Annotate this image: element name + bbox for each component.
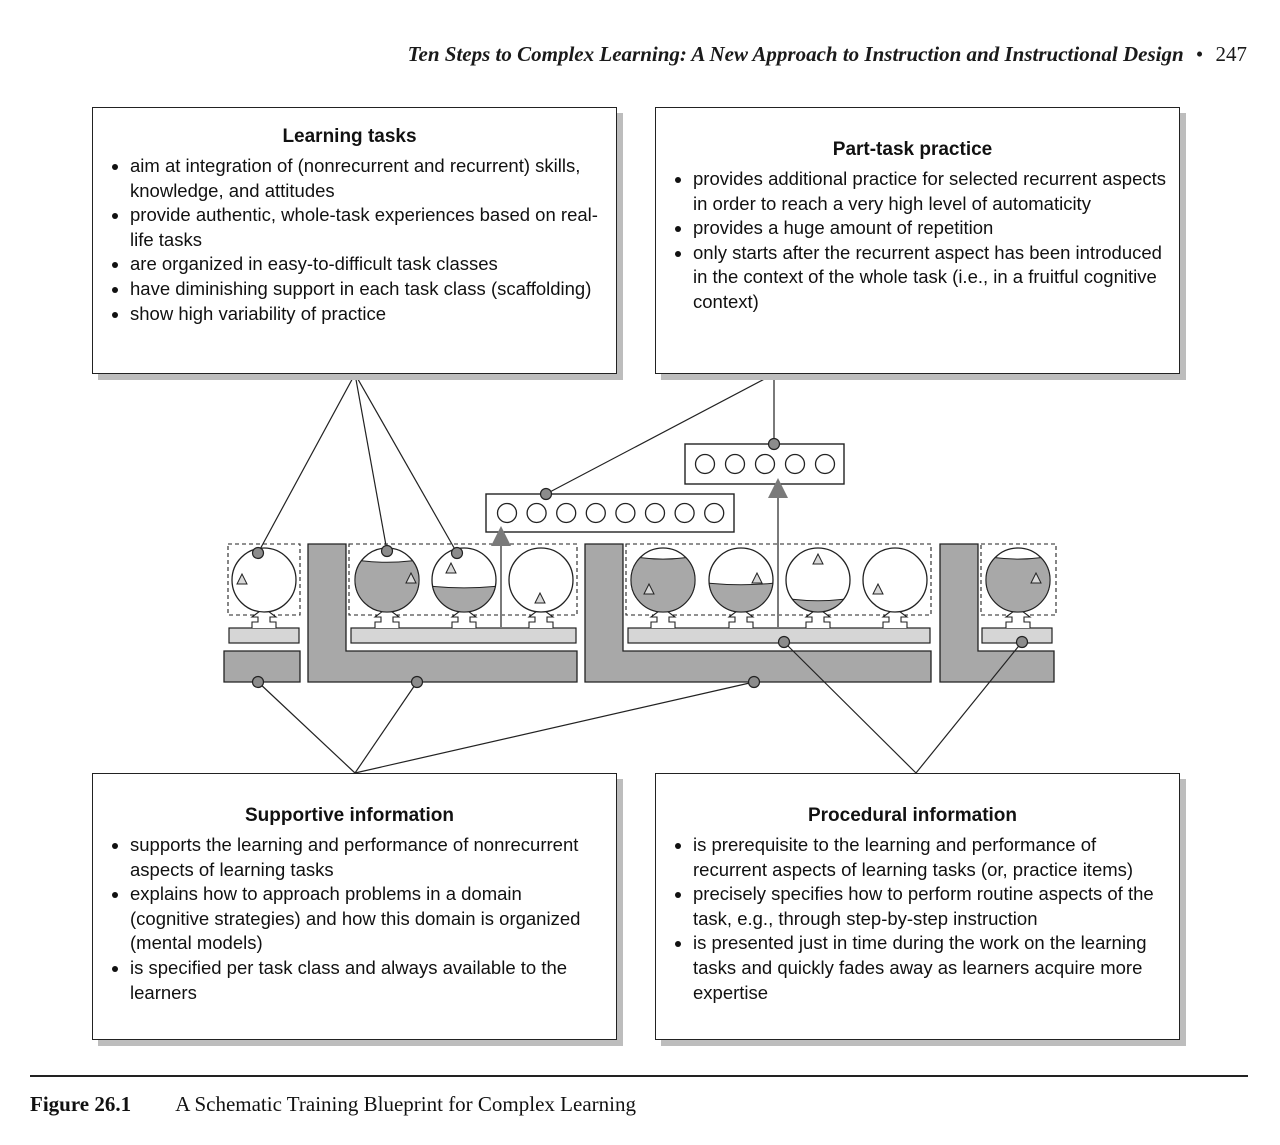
learning-task xyxy=(862,547,928,613)
learning-tasks-title: Learning tasks xyxy=(282,126,417,147)
connection-dot xyxy=(380,544,394,558)
list-item: provide authentic, whole-task experience… xyxy=(130,203,606,252)
running-head: Ten Steps to Complex Learning: A New App… xyxy=(408,42,1247,67)
list-item: aim at integration of (nonrecurrent and … xyxy=(130,154,606,203)
practice-item xyxy=(724,453,746,475)
running-head-separator: • xyxy=(1195,42,1204,66)
practice-item xyxy=(754,453,776,475)
list-item: provides a huge amount of repetition xyxy=(693,216,1169,241)
recurrent-aspect-triangle xyxy=(812,552,824,565)
list-item: provides additional practice for selecte… xyxy=(693,167,1169,216)
practice-item xyxy=(704,502,725,524)
list-item: precisely specifies how to perform routi… xyxy=(693,882,1169,931)
support-level-fill xyxy=(432,585,496,613)
recurrent-aspect-triangle xyxy=(751,571,763,584)
connection-dot xyxy=(777,635,791,649)
supportive-information-block xyxy=(307,543,578,683)
practice-item xyxy=(674,502,695,524)
supportive-information-list: supports the learning and performance of… xyxy=(93,833,606,1005)
practice-item xyxy=(694,453,716,475)
practice-item xyxy=(784,453,806,475)
connection-dot xyxy=(767,437,781,451)
support-level-fill xyxy=(791,598,845,613)
practice-item xyxy=(526,502,547,524)
caption-rule xyxy=(30,1075,1248,1077)
list-item: is prerequisite to the learning and perf… xyxy=(693,833,1169,882)
recurrent-aspect-triangle xyxy=(1030,571,1042,584)
procedural-information-list: is prerequisite to the learning and perf… xyxy=(656,833,1169,1005)
connector-line xyxy=(354,373,388,552)
list-item: is specified per task class and always a… xyxy=(130,956,606,1005)
procedural-information-bar xyxy=(350,627,577,644)
recurrent-aspect-triangle xyxy=(236,572,248,585)
learning-tasks-box: Learning tasks aim at integration of (no… xyxy=(92,107,617,374)
page-number: 247 xyxy=(1215,42,1248,66)
practice-item xyxy=(585,502,606,524)
learning-task xyxy=(508,547,574,613)
part-task-practice-box: Part-task practice provides additional p… xyxy=(655,107,1180,374)
support-level-fill xyxy=(630,557,696,613)
practice-item xyxy=(556,502,577,524)
supportive-information-box: Supportive information supports the lear… xyxy=(92,773,617,1040)
figure-caption: Figure 26.1 A Schematic Training Bluepri… xyxy=(30,1092,636,1117)
connector-line xyxy=(257,681,356,774)
practice-item xyxy=(615,502,636,524)
connection-dot xyxy=(747,675,761,689)
learning-task xyxy=(231,547,297,613)
procedural-information-bar xyxy=(228,627,300,644)
list-item: explains how to approach problems in a d… xyxy=(130,882,606,956)
connection-dot xyxy=(251,546,265,560)
recurrent-aspect-triangle xyxy=(643,582,655,595)
practice-item xyxy=(496,502,518,524)
recurrent-aspect-triangle xyxy=(872,582,884,595)
procedural-information-title: Procedural information xyxy=(807,805,1018,826)
recurrent-aspect-triangle xyxy=(534,591,546,604)
connector-line xyxy=(545,373,775,495)
figure-label: Figure 26.1 xyxy=(30,1092,132,1116)
connector-line xyxy=(257,373,356,554)
practice-item xyxy=(814,453,836,475)
list-item: only starts after the recurrent aspect h… xyxy=(693,241,1169,315)
list-item: supports the learning and performance of… xyxy=(130,833,606,882)
supportive-information-block xyxy=(223,650,301,683)
recurrent-aspect-triangle xyxy=(405,571,417,584)
practice-item xyxy=(644,502,666,524)
list-item: are organized in easy-to-difficult task … xyxy=(130,252,606,277)
connection-dot xyxy=(539,487,553,501)
learning-tasks-list: aim at integration of (nonrecurrent and … xyxy=(93,154,606,326)
list-item: have diminishing support in each task cl… xyxy=(130,277,606,302)
connector-line xyxy=(354,681,755,774)
connection-dot xyxy=(1015,635,1029,649)
recurrent-aspect-triangle xyxy=(445,561,457,574)
running-head-title: Ten Steps to Complex Learning: A New App… xyxy=(407,42,1184,66)
connector-line xyxy=(915,641,1023,774)
figure-caption-text: A Schematic Training Blueprint for Compl… xyxy=(175,1092,636,1116)
procedural-information-box: Procedural information is prerequisite t… xyxy=(655,773,1180,1040)
connection-dot xyxy=(410,675,424,689)
support-level-fill xyxy=(708,582,774,613)
connection-dot xyxy=(450,546,464,560)
connector-line xyxy=(783,641,917,774)
connection-dot xyxy=(251,675,265,689)
part-task-practice-list: provides additional practice for selecte… xyxy=(656,167,1169,315)
supportive-information-block xyxy=(939,543,1055,683)
support-level-fill xyxy=(354,560,420,613)
supportive-information-block xyxy=(584,543,932,683)
practice-item-set xyxy=(485,493,735,533)
list-item: show high variability of practice xyxy=(130,302,606,327)
connector-line xyxy=(354,681,418,774)
list-item: is presented just in time during the wor… xyxy=(693,931,1169,1005)
support-level-fill xyxy=(985,557,1051,613)
connector-line xyxy=(354,373,458,554)
part-task-practice-title: Part-task practice xyxy=(832,139,993,160)
supportive-information-title: Supportive information xyxy=(245,805,454,826)
